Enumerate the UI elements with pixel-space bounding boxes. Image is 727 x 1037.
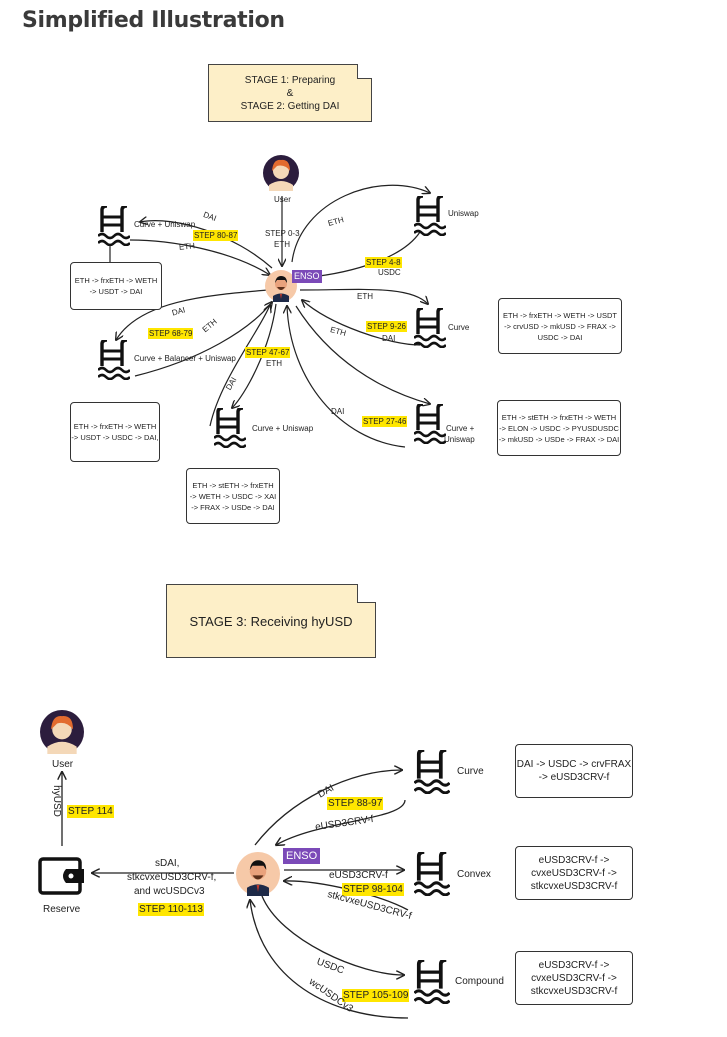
note-fold — [357, 584, 376, 603]
pool-icon — [414, 852, 450, 896]
edge-pool-a-enso — [129, 239, 270, 275]
pool-label-curve: Curve — [448, 323, 470, 332]
edge-compound-enso — [250, 900, 409, 1019]
enso-avatar-icon — [265, 270, 297, 302]
route-callout-a: ETH -> frxETH -> WETH -> USDT -> DAI — [70, 262, 162, 310]
enso-badge-bottom: ENSO — [283, 848, 321, 864]
user-edge-step: STEP 0-3 — [265, 229, 300, 238]
route-callout-c: ETH -> frxETH -> WETH -> USDT -> crvUSD … — [498, 298, 622, 354]
edge-enso-uniswap — [291, 184, 430, 263]
edge-pool-e-enso — [209, 305, 270, 427]
route-callout-e: ETH -> stETH -> frxETH -> WETH -> USDC -… — [186, 468, 280, 524]
pool-label-convex: Convex — [457, 869, 491, 880]
step-badge-e: STEP 47-67 — [245, 347, 291, 358]
edge-pool-f-enso — [287, 306, 406, 448]
pool-label-curve-uniswap-right-1: Curve + — [446, 424, 475, 433]
pool-label-curve-uniswap-bottom: Curve + Uniswap — [252, 424, 314, 433]
step-badge-f: STEP 27-46 — [362, 416, 408, 427]
step-114-badge: STEP 114 — [67, 805, 114, 818]
reserve-label: Reserve — [43, 904, 81, 915]
enso-avatar-icon — [236, 852, 280, 896]
edge-label-eth-c: ETH — [357, 292, 373, 301]
step-88-97-badge: STEP 88-97 — [327, 797, 384, 810]
enso-badge: ENSO — [292, 270, 322, 283]
edge-curve-enso — [302, 300, 421, 346]
stage3-label: STAGE 3: Receiving hyUSD — [189, 613, 353, 629]
stage2-label: STAGE 2: Getting DAI — [240, 100, 340, 112]
edge-label-dai-c: DAI — [382, 334, 396, 343]
edge-label-usdc-b: USDC — [378, 268, 401, 277]
user-edge-token: ETH — [274, 240, 290, 249]
edge-enso-pool-d — [116, 289, 269, 340]
edge-enso-curve — [299, 288, 428, 304]
pool-icon — [414, 308, 446, 348]
reserve-edge-line1: sDAI, — [155, 858, 180, 869]
stage1-label: STAGE 1: Preparing — [244, 74, 336, 86]
edge-enso-pool-f — [295, 305, 430, 404]
step-98-104-badge: STEP 98-104 — [342, 883, 404, 896]
pool-label-curve-balancer-uniswap: Curve + Balancer + Uniswap — [134, 354, 236, 363]
edge-label-eth-e: ETH — [266, 359, 282, 368]
hyusd-label: hyUSD — [50, 785, 62, 817]
edge-label-eusd-out: eUSD3CRV-f — [329, 870, 388, 881]
pool-label-curve-uniswap-right-2: Uniswap — [444, 435, 475, 444]
route-callout-curve: DAI -> USDC -> crvFRAX -> eUSD3CRV-f — [515, 744, 633, 798]
pool-label-curve-uniswap: Curve + Uniswap — [134, 220, 196, 229]
pool-icon — [414, 960, 450, 1004]
step-badge-b: STEP 4-8 — [365, 257, 402, 268]
pool-icon — [214, 408, 246, 448]
pool-icon — [414, 196, 446, 236]
stage12-note: STAGE 1: Preparing & STAGE 2: Getting DA… — [208, 64, 372, 122]
stage3-note: STAGE 3: Receiving hyUSD — [166, 584, 376, 658]
user-avatar-icon — [263, 155, 299, 191]
reserve-edge-line2: stkcvxeUSD3CRV-f, — [127, 872, 217, 883]
step-badge-a: STEP 80-87 — [193, 230, 239, 241]
step-105-109-badge: STEP 105-109 — [342, 989, 410, 1002]
pool-icon — [414, 404, 446, 444]
edge-label-dai-f: DAI — [331, 407, 345, 416]
route-callout-f: ETH -> stETH -> frxETH -> WETH -> ELON -… — [497, 400, 621, 456]
edge-pool-d-enso — [134, 302, 272, 377]
pool-label-curve-bottom: Curve — [457, 766, 484, 777]
user-avatar-icon — [40, 710, 84, 754]
edge-enso-curve-b — [254, 770, 402, 846]
edge-enso-compound — [261, 895, 404, 975]
wallet-icon — [38, 857, 84, 895]
step-110-113-badge: STEP 110-113 — [138, 903, 204, 916]
stage-ampersand: & — [286, 87, 294, 99]
edge-enso-pool-e — [232, 303, 277, 408]
step-badge-d: STEP 68-79 — [148, 328, 194, 339]
pool-icon — [414, 750, 450, 794]
step-badge-c: STEP 9-26 — [366, 321, 407, 332]
edge-curve-enso-b — [276, 799, 406, 845]
reserve-edge-line3: and wcUSDCv3 — [134, 886, 205, 897]
pool-label-compound: Compound — [455, 976, 504, 987]
pool-icon — [98, 206, 130, 246]
edge-label-eth-a: ETH — [178, 241, 196, 252]
note-fold — [357, 64, 372, 79]
route-callout-convex: eUSD3CRV-f -> cvxeUSD3CRV-f -> stkcvxeUS… — [515, 846, 633, 900]
route-callout-compound: eUSD3CRV-f -> cvxeUSD3CRV-f -> stkcvxeUS… — [515, 951, 633, 1005]
route-callout-d: ETH -> frxETH -> WETH -> USDT -> USDC ->… — [70, 402, 160, 462]
user-label-bottom: User — [52, 759, 74, 770]
pool-icon — [98, 340, 130, 380]
user-label: User — [274, 195, 291, 204]
page-title: Simplified Illustration — [22, 8, 285, 33]
pool-label-uniswap: Uniswap — [448, 209, 479, 218]
